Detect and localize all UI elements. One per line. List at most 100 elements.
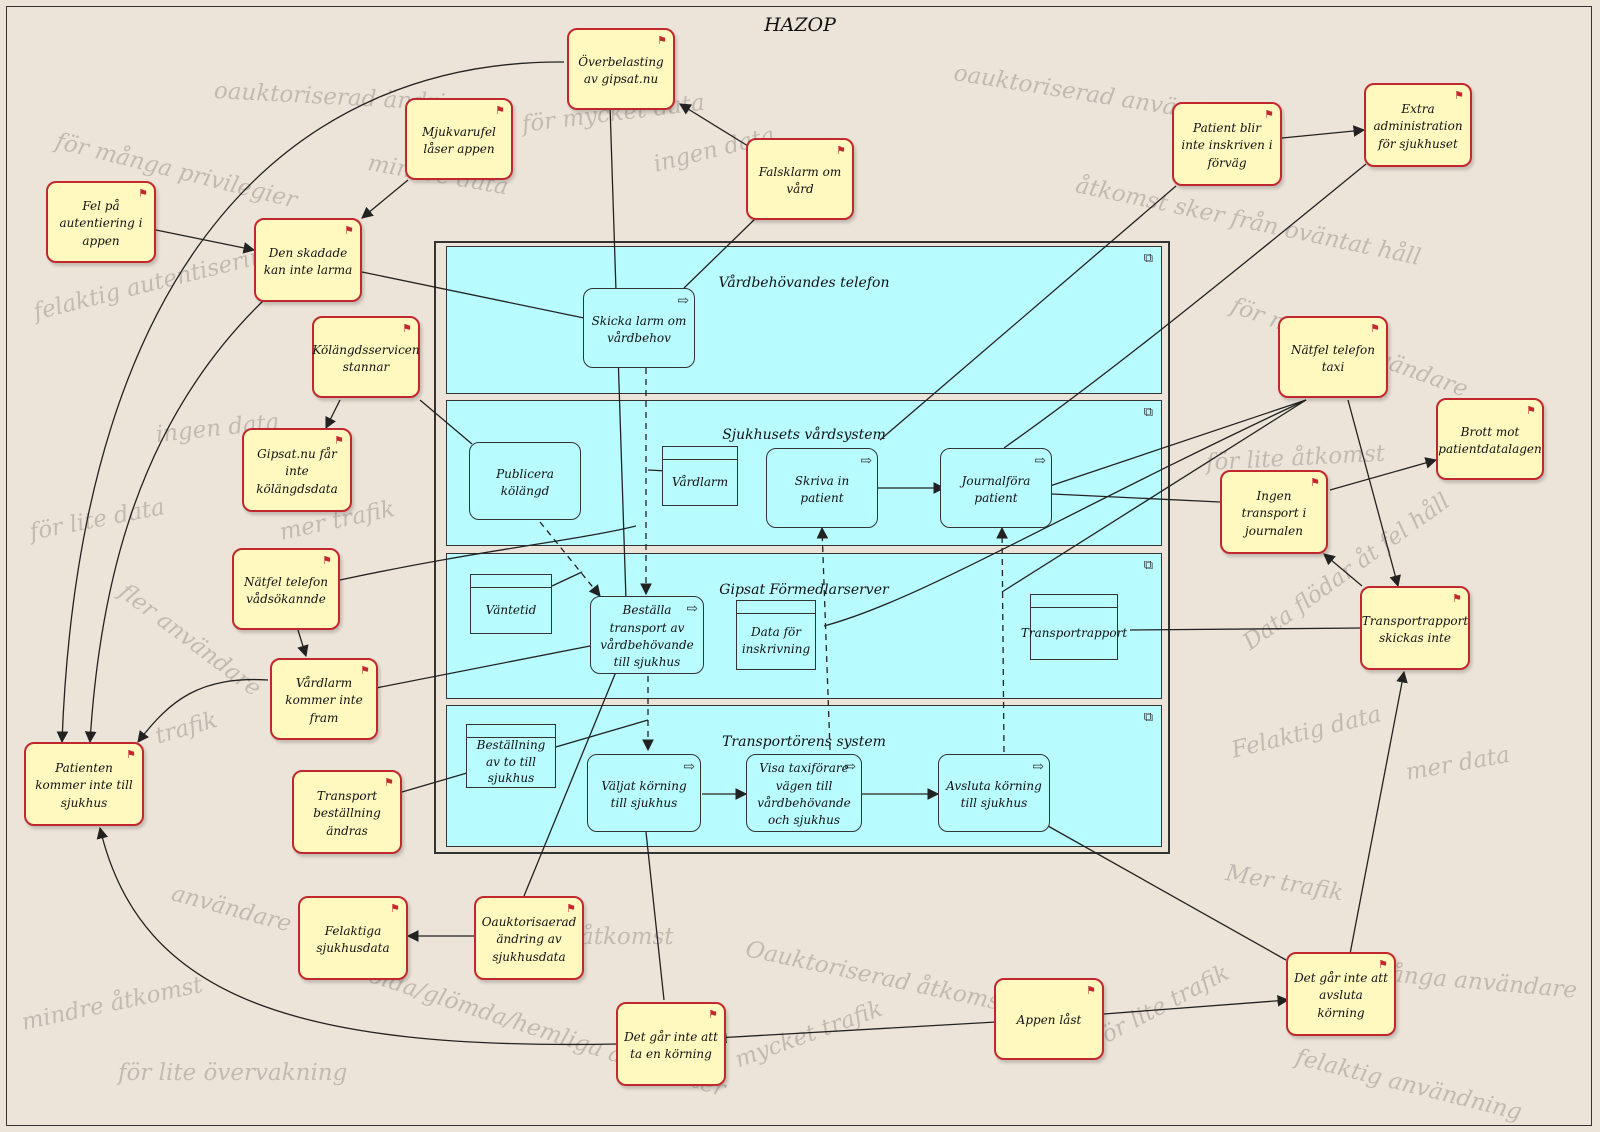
- edge: [325, 399, 341, 430]
- dashed-edge: [539, 521, 601, 597]
- process-arrow-icon: ⇨: [686, 601, 698, 617]
- flag-icon: ⚑: [1378, 958, 1388, 971]
- edge: [1347, 399, 1401, 588]
- hazard-label: Vårdlarm kommer inte fram: [285, 675, 363, 725]
- process-label: Beställa transport av vårdbehövande till…: [600, 603, 694, 670]
- hazard-overbelasting: ⚑ Överbelasting av gipsat.nu: [567, 28, 675, 110]
- hazard-brott-patientdatalagen: ⚑Brott mot patientdatalagen: [1436, 398, 1544, 480]
- watermark: för lite övervakning: [118, 1060, 348, 1086]
- hazard-patienten-ej-sjukhus: ⚑Patienten kommer inte till sjukhus: [24, 742, 144, 826]
- data-object-transportrapport: Transportrapport: [1021, 594, 1127, 660]
- flag-icon: ⚑: [322, 554, 332, 567]
- process-arrow-icon: ⇨: [1034, 453, 1046, 469]
- hazard-patient-ej-inskriven: ⚑Patient blir inte inskriven i förväg: [1172, 102, 1282, 186]
- edge: [297, 629, 309, 658]
- edge: [137, 678, 269, 743]
- edge: [1051, 493, 1221, 503]
- diagram-frame: [6, 6, 1592, 1126]
- hazard-appen-last: ⚑ Appen låst: [994, 978, 1104, 1060]
- hazard-ej-ta-korning: ⚑Det går inte att ta en körning: [616, 1002, 726, 1086]
- process-label: Väljat körning till sjukhus: [601, 778, 687, 810]
- diagram-title: HAZOP: [764, 14, 836, 36]
- hazard-label: Oauktorisaerad ändring av sjukhusdata: [481, 914, 577, 964]
- process-arrow-icon: ⇨: [1032, 759, 1044, 775]
- process-valjat-korning: ⇨ Väljat körning till sjukhus: [587, 754, 701, 832]
- hazard-gipsat-ej-kolangdsdata: ⚑Gipsat.nu får inte kölängdsdata: [242, 428, 352, 512]
- hazard-label: Appen låst: [1016, 1013, 1082, 1028]
- flag-icon: ⚑: [390, 902, 400, 915]
- hazard-transportrapport-ej: ⚑ Transportrapport skickas inte: [1360, 586, 1470, 670]
- flag-icon: ⚑: [1452, 592, 1462, 605]
- flag-icon: ⚑: [402, 322, 412, 335]
- process-label: Skicka larm om vårdbehov: [591, 313, 687, 345]
- edge: [339, 525, 637, 581]
- component-icon: ⧉: [1143, 251, 1153, 266]
- lane-title: Vårdbehövandes telefon: [718, 275, 890, 291]
- edge: [56, 61, 565, 744]
- flag-icon: ⚑: [1526, 404, 1536, 417]
- data-object-vardlarm: Vårdlarm: [662, 446, 738, 506]
- lane-title: Transportörens system: [722, 734, 886, 750]
- edge: [714, 1021, 997, 1044]
- component-icon: ⧉: [1143, 558, 1153, 573]
- process-arrow-icon: ⇨: [844, 759, 856, 775]
- hazard-label: Felaktiga sjukhusdata: [316, 923, 390, 955]
- edge: [1329, 457, 1438, 491]
- data-object-label: Vårdlarm: [671, 474, 729, 489]
- hazard-skadade-kan-inte-larma: ⚑Den skadade kan inte larma: [254, 218, 362, 302]
- hazard-label: Gipsat.nu får inte kölängdsdata: [256, 446, 338, 496]
- hazard-label: Transportrapport skickas inte: [1361, 613, 1469, 645]
- flag-icon: ⚑: [1370, 322, 1380, 335]
- hazard-transport-bestallning-andras: ⚑Transport beställning ändras: [292, 770, 402, 854]
- flag-icon: ⚑: [138, 187, 148, 200]
- hazard-kolangdsservicen-stannar: ⚑ Kölängdsservicen stannar: [312, 316, 420, 398]
- hazard-natfel-taxi: ⚑Nätfel telefon taxi: [1278, 316, 1388, 398]
- edge: [96, 826, 619, 1046]
- edge: [1129, 627, 1365, 631]
- lane-vardbehovandes-telefon: Vårdbehövandes telefon ⧉: [446, 246, 1162, 394]
- hazard-ej-avsluta-korning: ⚑Det går inte att avsluta körning: [1286, 952, 1396, 1036]
- hazard-label: Kölängdsservicen stannar: [312, 342, 420, 374]
- process-arrow-icon: ⇨: [683, 759, 695, 775]
- edge: [1003, 163, 1367, 449]
- flag-icon: ⚑: [1086, 984, 1096, 997]
- hazard-label: Mjukvarufel låser appen: [422, 124, 496, 156]
- process-visa-taxiforare: ⇨Visa taxiförare vägen till vårdbehövand…: [746, 754, 862, 832]
- edge: [361, 179, 409, 219]
- hazard-label: Överbelasting av gipsat.nu: [578, 54, 664, 86]
- edge: [1031, 399, 1307, 493]
- flag-icon: ⚑: [384, 776, 394, 789]
- hazard-label: Patienten kommer inte till sjukhus: [35, 760, 133, 810]
- process-journalfora-patient: ⇨Journalföra patient: [940, 448, 1052, 528]
- edge: [683, 217, 757, 289]
- data-object-bestallning: Beställning av to till sjukhus: [466, 724, 556, 788]
- edge: [1349, 670, 1408, 955]
- flag-icon: ⚑: [836, 144, 846, 157]
- data-object-data-for-inskrivning: Data för inskrivning: [736, 600, 816, 670]
- edge: [375, 645, 591, 689]
- process-skicka-larm: ⇨Skicka larm om vårdbehov: [583, 288, 695, 368]
- edge: [1281, 125, 1366, 139]
- edge: [679, 103, 749, 147]
- flag-icon: ⚑: [1454, 89, 1464, 102]
- edge: [879, 185, 1177, 441]
- process-label: Publicera kölängd: [496, 466, 554, 498]
- hazard-label: Transport beställning ändras: [313, 788, 381, 838]
- process-avsluta-korning: ⇨ Avsluta körning till sjukhus: [938, 754, 1050, 832]
- hazard-label: Det går inte att ta en körning: [624, 1029, 718, 1061]
- hazard-mjukvarufel: ⚑ Mjukvarufel låser appen: [405, 98, 513, 180]
- edge: [551, 571, 583, 587]
- data-object-vantetid: Väntetid: [470, 574, 552, 634]
- flag-icon: ⚑: [334, 434, 344, 447]
- process-label: Avsluta körning till sjukhus: [946, 778, 1042, 810]
- hazard-extra-administration: ⚑Extra administration för sjukhuset: [1364, 83, 1472, 167]
- edge: [155, 229, 256, 254]
- hazard-oauktoriserad-andring: ⚑Oauktorisaerad ändring av sjukhusdata: [474, 896, 584, 980]
- flag-icon: ⚑: [495, 104, 505, 117]
- edge: [1047, 825, 1287, 961]
- flag-icon: ⚑: [657, 34, 667, 47]
- process-publicera-kolangd: Publicera kölängd: [469, 442, 581, 520]
- edge: [823, 399, 1307, 627]
- data-object-label: Väntetid: [485, 602, 537, 617]
